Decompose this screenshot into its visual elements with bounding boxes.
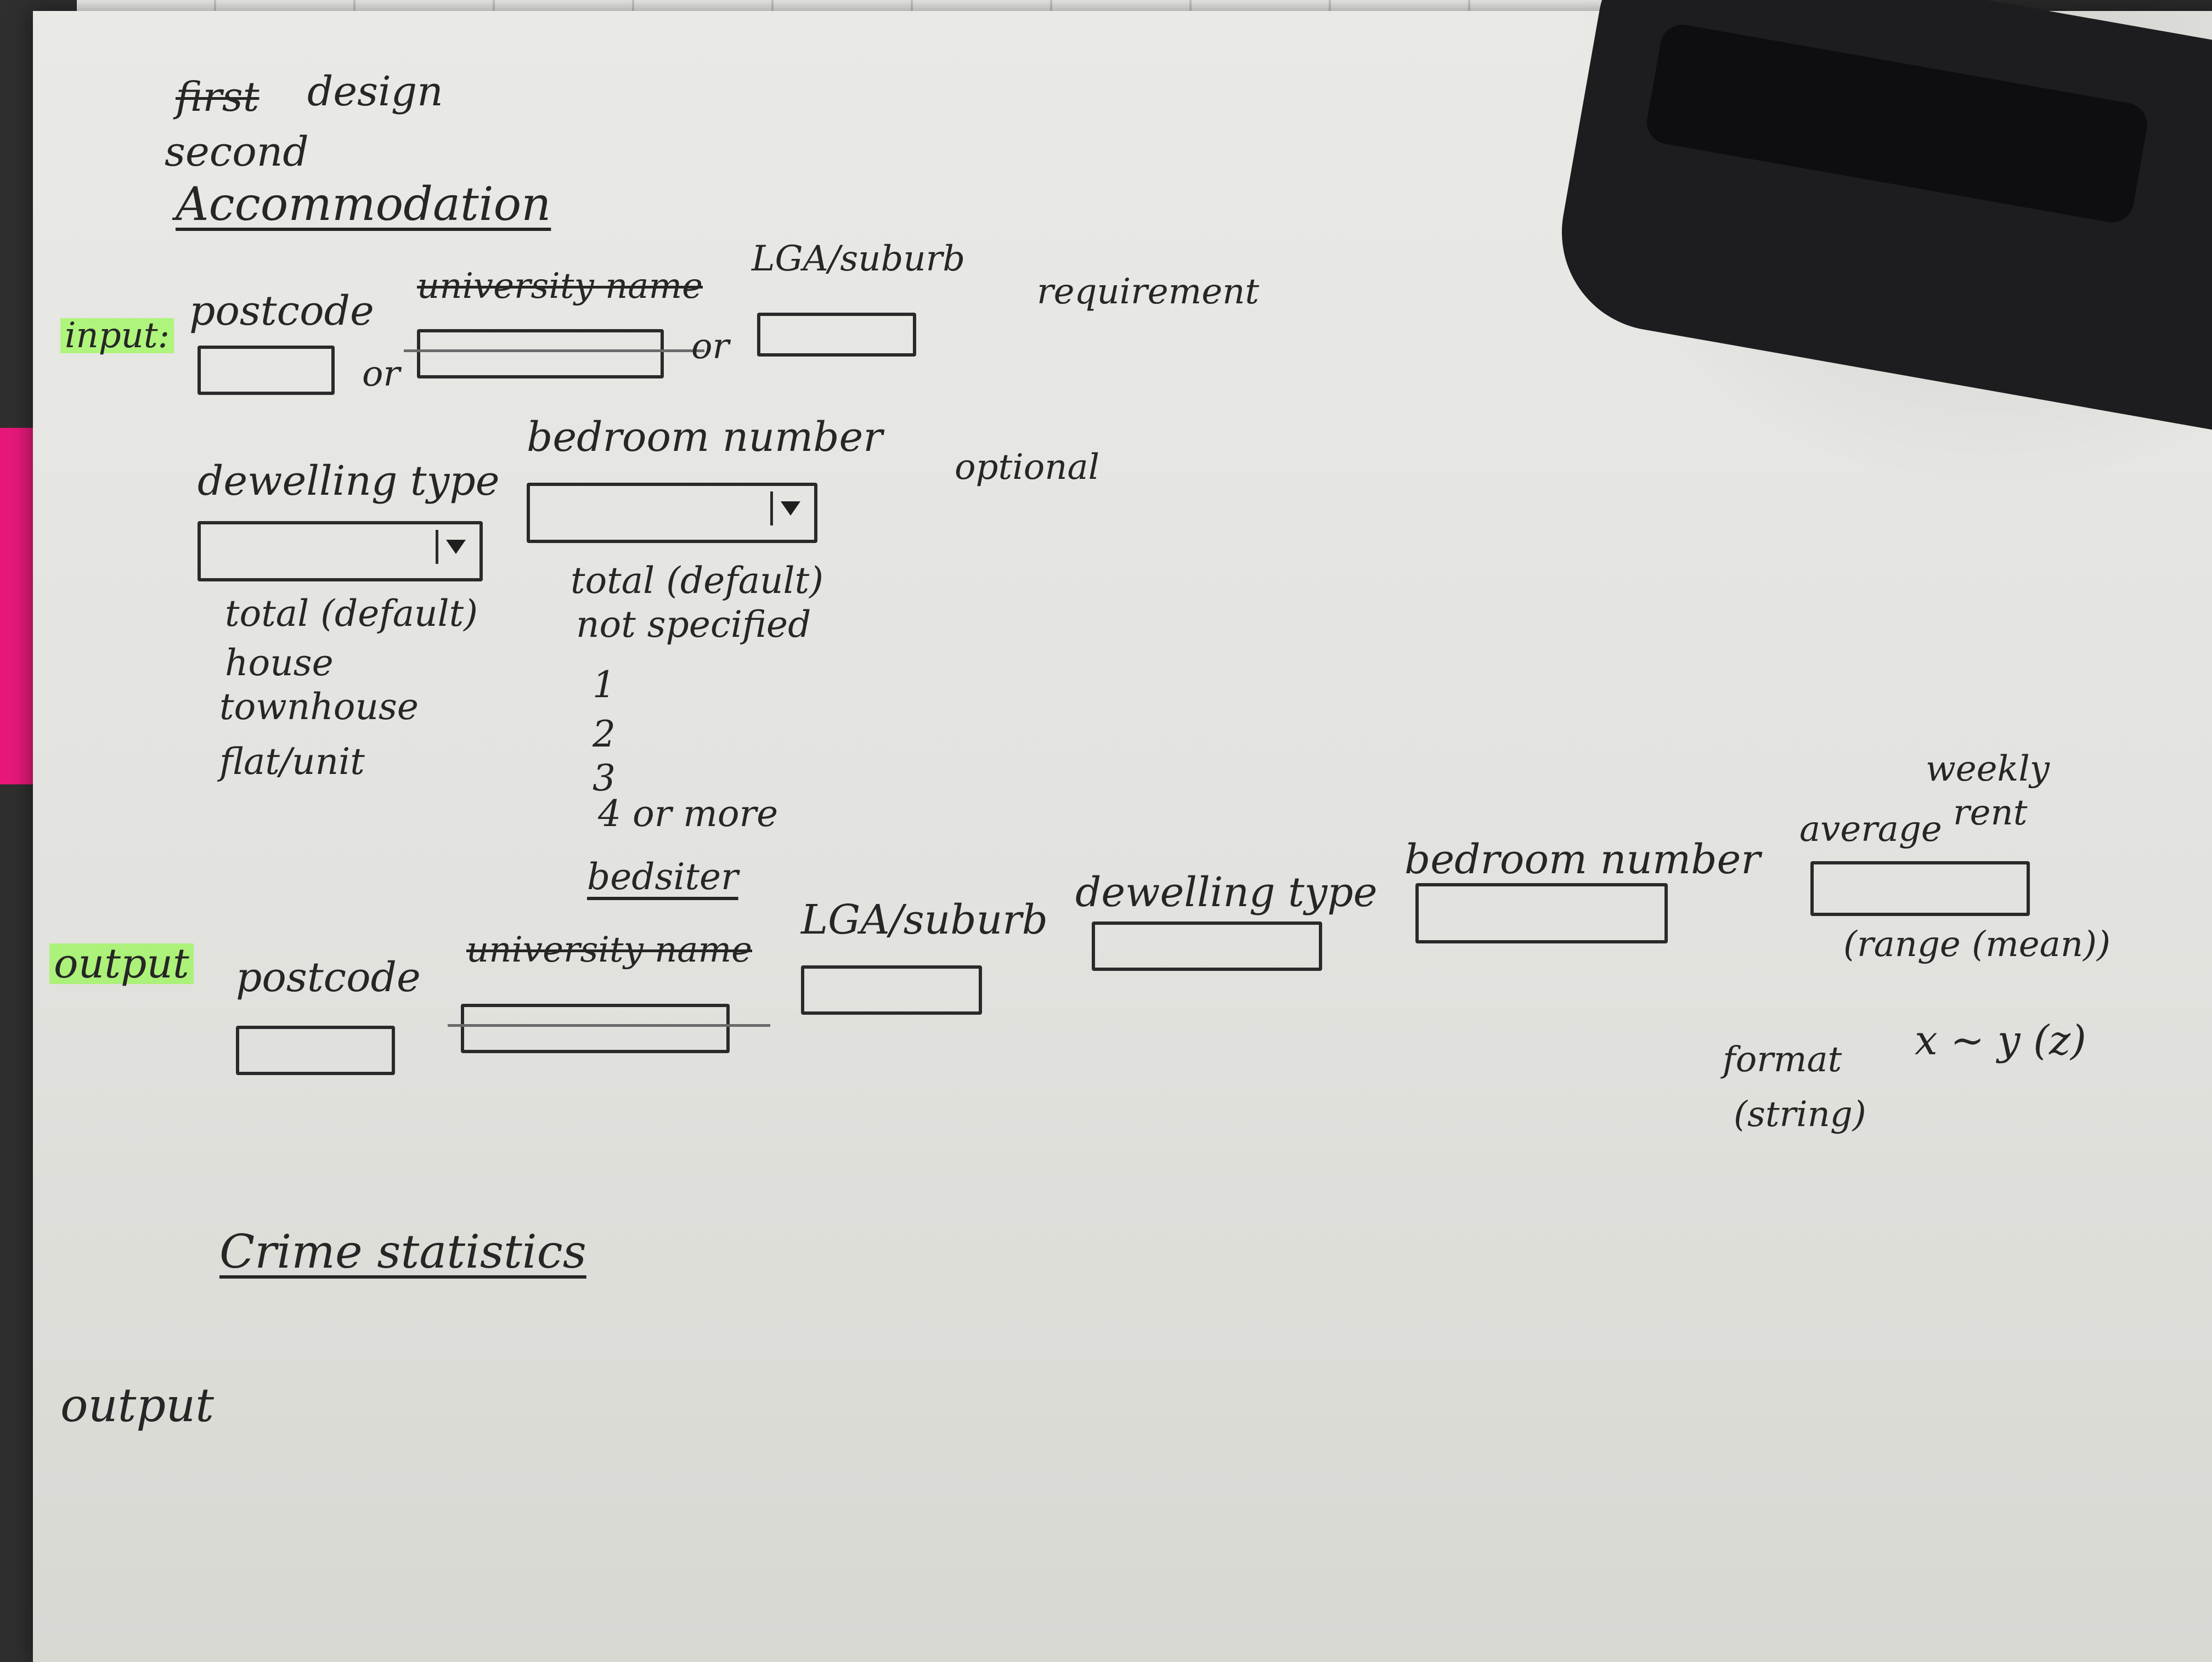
crime-title: Crime statistics [219, 1225, 586, 1279]
chevron-down-icon[interactable] [770, 491, 809, 525]
heading-replacement: second [165, 128, 309, 176]
output-bedroom-field [1415, 883, 1668, 943]
output-lga-field [801, 965, 982, 1015]
requirement-label: requirement [1037, 272, 1260, 312]
format-type: (string) [1734, 1094, 1866, 1135]
postcode-input[interactable] [198, 346, 335, 395]
bedroom-option: 3 [592, 757, 616, 799]
chevron-down-icon[interactable] [436, 530, 474, 564]
output-dwelling-field [1092, 922, 1322, 971]
or-2: or [691, 326, 730, 367]
output-rent-label-rent: rent [1953, 793, 2028, 833]
heading-strike: first [176, 74, 259, 121]
output-university-label: university name [466, 930, 752, 970]
bedroom-option: total (default) [571, 559, 823, 602]
dwelling-option: house [225, 642, 334, 684]
output-postcode-field [236, 1026, 395, 1075]
bedroom-option: not specified [576, 603, 811, 646]
or-1: or [362, 354, 400, 394]
output-university-field [448, 1004, 770, 1053]
optional-label: optional [955, 447, 1100, 488]
bedroom-option: 4 or more [598, 793, 778, 835]
bedroom-select[interactable] [527, 483, 817, 543]
dwelling-option: total (default) [225, 592, 478, 635]
section-title: Accommodation [176, 177, 551, 231]
output-lga-label: LGA/suburb [801, 896, 1048, 943]
lga-input[interactable] [757, 313, 916, 357]
phone-screen [1643, 21, 2151, 226]
output-rent-note: (range (mean)) [1843, 924, 2111, 965]
dwelling-option: townhouse [219, 686, 419, 728]
crime-output-label: output [60, 1378, 215, 1432]
heading-word: design [307, 68, 443, 115]
dwelling-label: dewelling type [198, 457, 500, 505]
university-input[interactable] [404, 329, 704, 378]
input-label: input: [60, 318, 174, 353]
lga-label: LGA/suburb [752, 239, 966, 279]
pink-paper-edge [0, 428, 38, 784]
dwelling-select[interactable] [198, 521, 483, 581]
output-dwelling-label: dewelling type [1075, 869, 1378, 916]
university-label: university name [417, 266, 703, 307]
output-bedroom-label: bedroom number [1404, 836, 1760, 883]
format-example: x ~ y (z) [1915, 1017, 2086, 1064]
output-label: output [49, 943, 194, 984]
output-postcode-label: postcode [236, 954, 421, 1001]
bedroom-label: bedroom number [527, 414, 883, 461]
format-label: format [1723, 1039, 1842, 1080]
bedroom-option: bedsiter [587, 856, 738, 898]
output-rent-field [1810, 861, 2030, 916]
output-rent-label-average: average [1799, 809, 1942, 850]
dwelling-option: flat/unit [219, 740, 365, 783]
output-rent-label-weekly: weekly [1926, 749, 2050, 789]
postcode-label: postcode [189, 287, 374, 335]
bedroom-option: 1 [592, 664, 616, 706]
bedroom-option: 2 [592, 713, 616, 755]
